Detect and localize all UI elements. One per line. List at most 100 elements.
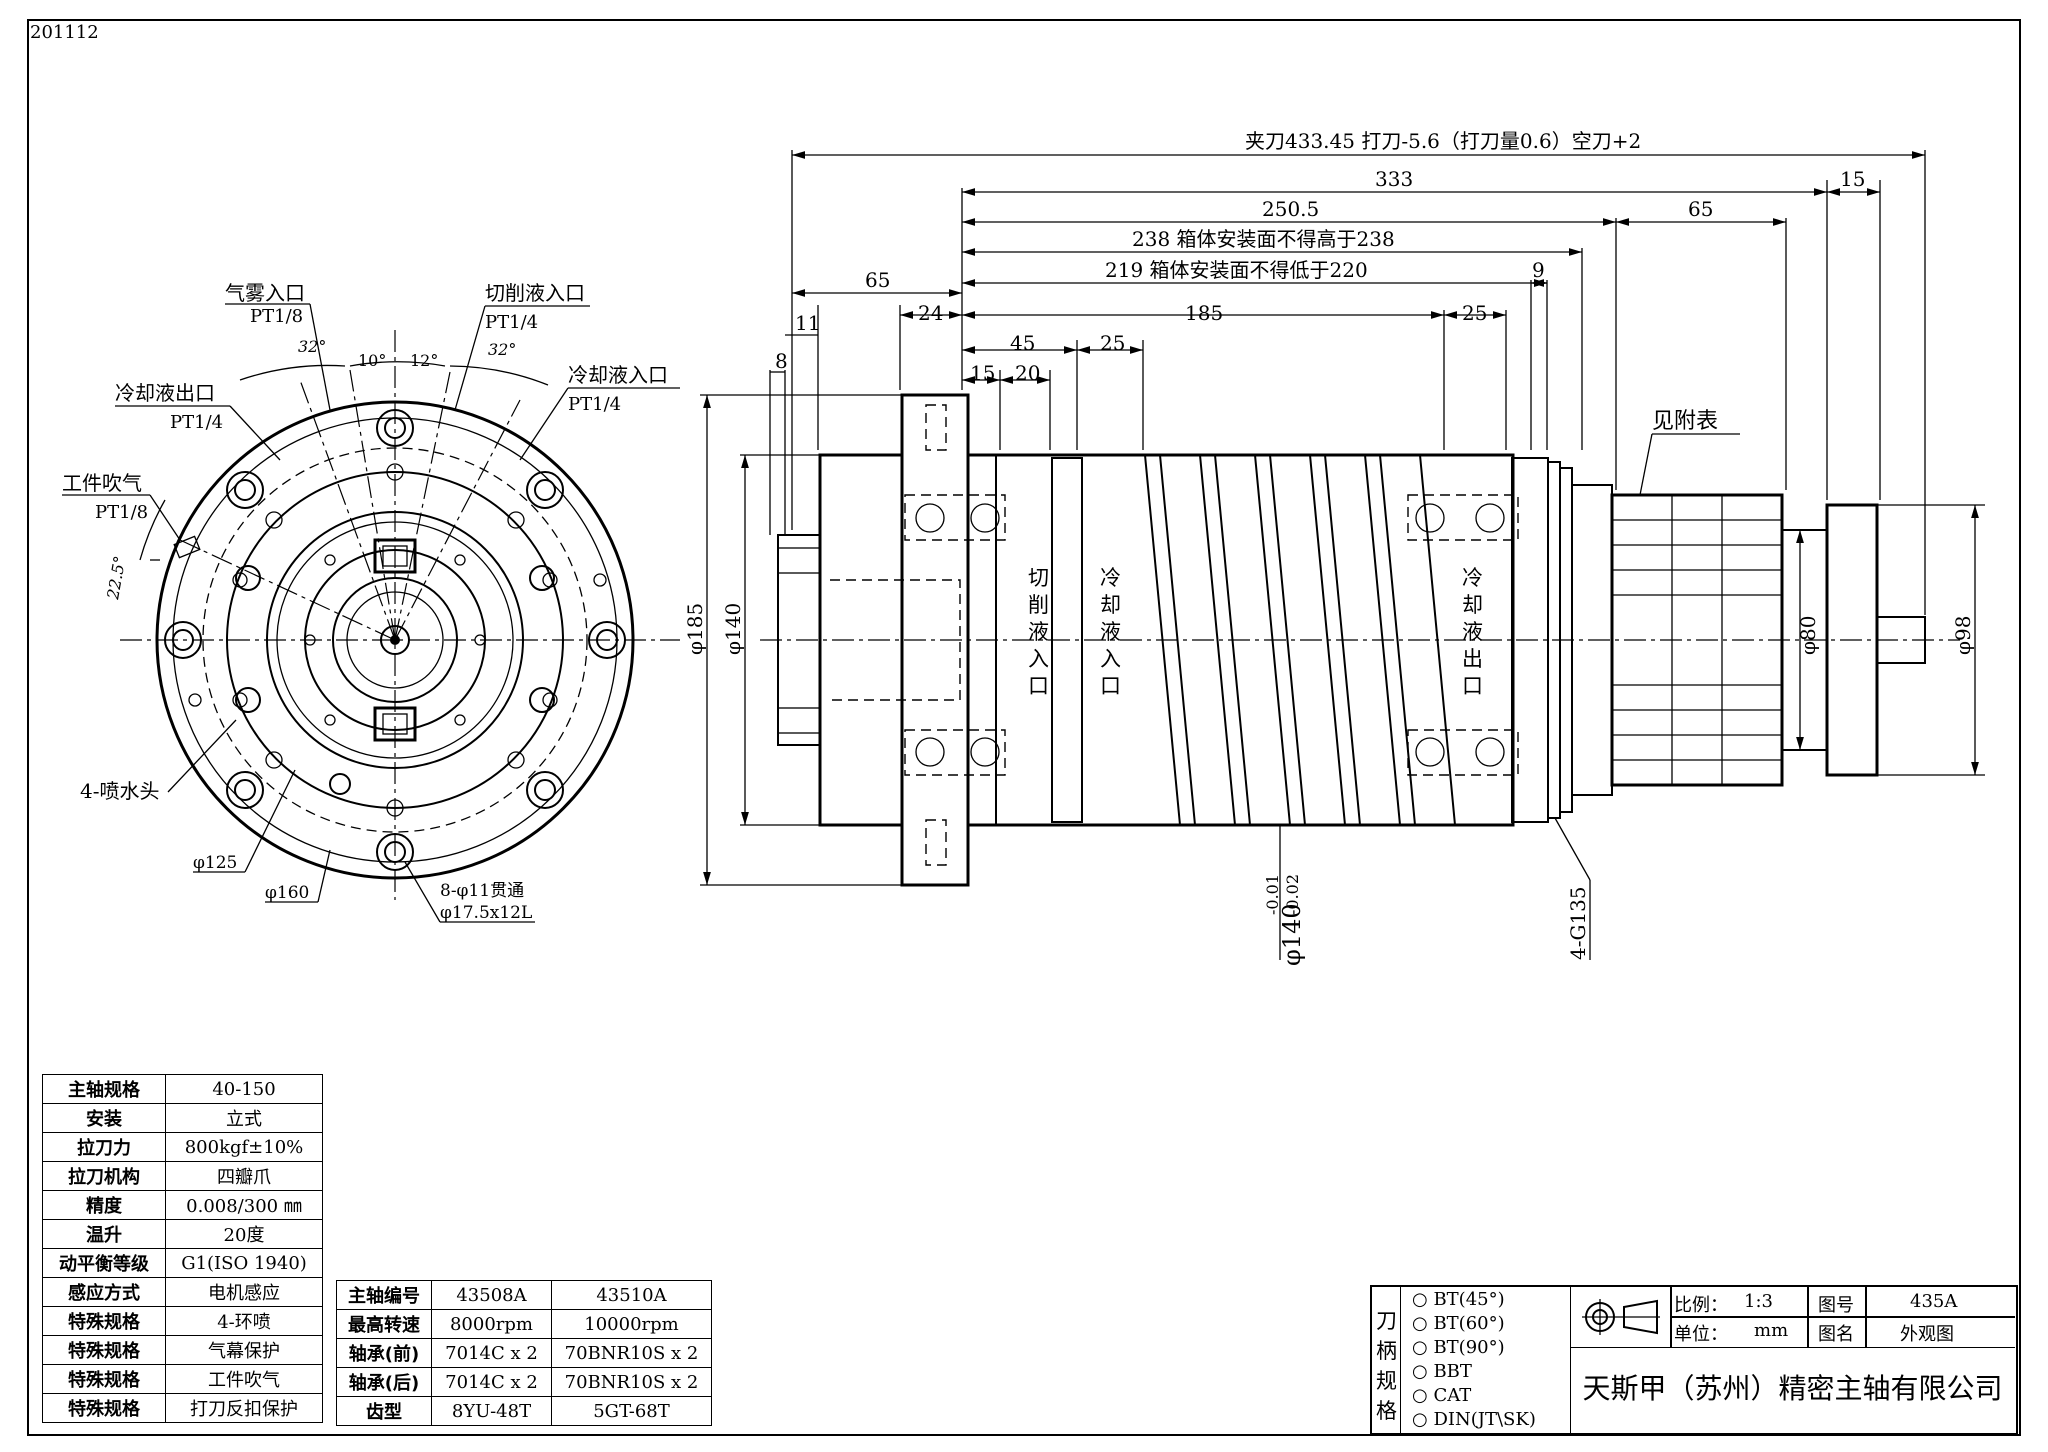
cut-inlet-pt: PT1/4	[485, 312, 538, 333]
dim-25-right: 25	[1462, 301, 1487, 325]
cutting-in-1: 削	[1028, 593, 1049, 617]
phi185: φ185	[683, 603, 707, 655]
cool-outlet-label: 冷却液出口	[115, 381, 215, 405]
cooling-out-2: 液	[1462, 620, 1483, 644]
cooling-in-3: 入	[1100, 647, 1121, 671]
dim-219-note: 219 箱体安装面不得低于220	[1105, 258, 1368, 282]
dim-15-small: 15	[970, 361, 995, 385]
table-row: 安装立式	[42, 1103, 323, 1133]
unit-label: 单位：	[1674, 1324, 1728, 1345]
work-air-pt: PT1/8	[95, 502, 148, 523]
dim-9: 9	[1532, 258, 1545, 282]
angle-12: 12°	[410, 351, 438, 370]
holes-label: 8-φ11贯通	[440, 881, 524, 901]
angle-10: 10°	[358, 351, 386, 370]
dim-25: 25	[1100, 331, 1125, 355]
holder-char: 刀	[1376, 1309, 1397, 1333]
table-row: 特殊规格气幕保护	[42, 1335, 323, 1365]
work-air-label: 工件吹气	[62, 471, 142, 495]
mist-inlet-pt: PT1/8	[250, 306, 303, 327]
nozzles-label: 4-喷水头	[80, 779, 159, 803]
scale-value: 1:3	[1744, 1291, 1773, 1312]
cooling-in-1: 却	[1100, 593, 1121, 617]
tol-upper: -0.01	[1263, 874, 1282, 915]
drawing-name-label: 图名	[1818, 1324, 1854, 1345]
cooling-out-0: 冷	[1462, 566, 1483, 590]
holder-char: 规	[1376, 1369, 1397, 1393]
holder-option[interactable]: ○ CAT	[1412, 1385, 1472, 1406]
table-row: 特殊规格工件吹气	[42, 1364, 323, 1394]
holder-option[interactable]: ○ BT(45°)	[1412, 1289, 1505, 1310]
g135: 4-G135	[1566, 886, 1590, 960]
title-block: 刀 柄 规 格 ○ BT(45°) ○ BT(60°) ○ BT(90°) ○ …	[1370, 1285, 2018, 1435]
cut-inlet-label: 切削液入口	[485, 281, 585, 305]
holder-option[interactable]: ○ BT(60°)	[1412, 1313, 1505, 1334]
dim-24: 24	[918, 301, 943, 325]
dim-8: 8	[775, 349, 788, 373]
phi140-tol: φ140	[1278, 903, 1306, 966]
unit-value: mm	[1754, 1320, 1789, 1341]
drawing-name-value: 外观图	[1900, 1324, 1954, 1345]
counterbore-label: φ17.5x12L	[440, 903, 532, 923]
cool-outlet-pt: PT1/4	[170, 412, 223, 433]
cooling-out-1: 却	[1462, 593, 1483, 617]
cooling-in-2: 液	[1100, 620, 1121, 644]
dim-11: 11	[795, 311, 820, 335]
cool-inlet-label: 冷却液入口	[568, 363, 668, 387]
holder-char: 格	[1376, 1399, 1397, 1423]
mist-inlet-label: 气雾入口	[225, 281, 305, 305]
table-row: 感应方式电机感应	[42, 1277, 323, 1307]
dim-238-note: 238 箱体安装面不得高于238	[1132, 227, 1395, 251]
angle-32-right: 32°	[488, 340, 516, 359]
title-info-row: 比例： 1:3 单位： mm 图号 435A 图名 外观图	[1570, 1287, 2015, 1348]
holder-label-cell: 刀 柄 规 格	[1372, 1287, 1401, 1433]
cutting-in-0: 切	[1028, 566, 1049, 590]
angle-22-5: 22.5°	[103, 554, 129, 601]
drawing-no-label: 图号	[1818, 1295, 1854, 1316]
holder-option[interactable]: ○ BBT	[1412, 1361, 1472, 1382]
cool-inlet-pt: PT1/4	[568, 394, 621, 415]
sheet-border	[27, 19, 2021, 1436]
holder-char: 柄	[1376, 1339, 1397, 1363]
tol-lower: -0.02	[1283, 874, 1302, 915]
cooling-out-4: 口	[1462, 674, 1483, 698]
port-labels: 切 削 液 入 口 冷 却 液 入 口 冷 却 液 出 口	[1028, 566, 1483, 698]
cooling-in-0: 冷	[1100, 566, 1121, 590]
dim-45: 45	[1010, 331, 1035, 355]
drawing-code: 201112	[30, 22, 99, 43]
dim-65-right: 65	[1688, 197, 1713, 221]
dim-15-right: 15	[1840, 167, 1865, 191]
dim-250-5: 250.5	[1262, 197, 1319, 221]
front-view	[120, 330, 680, 900]
cooling-in-4: 口	[1100, 674, 1121, 698]
angle-32-left: 32°	[298, 337, 326, 356]
see-table-label: 见附表	[1652, 409, 1718, 434]
cutting-in-2: 液	[1028, 620, 1049, 644]
cutting-in-4: 口	[1028, 674, 1049, 698]
cutting-in-3: 入	[1028, 647, 1049, 671]
cooling-out-3: 出	[1462, 647, 1483, 671]
drawing-no-value: 435A	[1910, 1291, 1958, 1312]
holder-option[interactable]: ○ DIN(JT\SK)	[1412, 1409, 1536, 1430]
projection-symbol-icon	[1582, 1299, 1660, 1335]
table-row: 特殊规格打刀反扣保护	[42, 1393, 323, 1423]
table-row: 拉刀机构四瓣爪	[42, 1161, 323, 1191]
holder-options: ○ BT(45°) ○ BT(60°) ○ BT(90°) ○ BBT ○ CA…	[1400, 1287, 1571, 1433]
front-view-labels: 气雾入口 PT1/8 切削液入口 PT1/4 冷却液入口 PT1/4 冷却液出口…	[62, 281, 680, 923]
side-view	[760, 393, 1960, 887]
dim-65-left: 65	[865, 268, 890, 292]
scale-label: 比例：	[1674, 1295, 1728, 1316]
holder-option[interactable]: ○ BT(90°)	[1412, 1337, 1505, 1358]
